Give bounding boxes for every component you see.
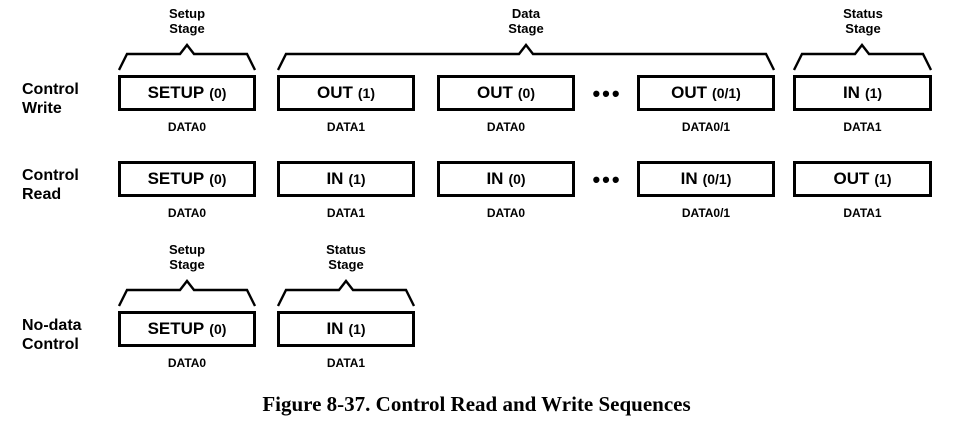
packet-toggle: (0/1) (702, 171, 732, 187)
packet-name: SETUP (147, 319, 205, 338)
packet-data-label: DATA1 (843, 120, 882, 134)
stage-title-status-row3: Status Stage (326, 242, 366, 272)
stage-bracket-setup-row3 (117, 279, 257, 307)
packet-data-label: DATA0 (486, 120, 526, 134)
packet-data-label: DATA0 (167, 206, 207, 220)
packet-toggle: (1) (348, 171, 366, 187)
packet-box[interactable]: IN (0/1) (637, 161, 775, 197)
packet-data-label: DATA1 (843, 206, 882, 220)
packet-ellipsis: ••• (592, 81, 622, 106)
packet-data-label: DATA0 (167, 356, 207, 370)
packet-box[interactable]: OUT (1) (277, 75, 415, 111)
packet-box[interactable]: OUT (1) (793, 161, 932, 197)
packet-toggle: (0) (508, 171, 526, 187)
packet-data-label: DATA0/1 (681, 120, 731, 134)
packet-name: SETUP (147, 83, 205, 102)
packet-name: OUT (316, 83, 353, 102)
packet-box[interactable]: SETUP (0) (118, 161, 256, 197)
stage-bracket-data-row1 (276, 43, 776, 71)
packet-box[interactable]: IN (1) (277, 161, 415, 197)
packet-box[interactable]: OUT (0/1) (637, 75, 775, 111)
row-label-control-read: Control Read (22, 167, 79, 203)
packet-toggle: (0/1) (712, 85, 741, 101)
packet-toggle: (0) (209, 321, 227, 337)
stage-title-data-row1: Data Stage (508, 6, 544, 36)
stage-bracket-setup-row1 (117, 43, 257, 71)
row-label-no-data-control: No-data Control (22, 317, 82, 353)
figure-caption: Figure 8-37. Control Read and Write Sequ… (262, 392, 691, 416)
stage-bracket-status-row1 (792, 43, 933, 71)
packet-toggle: (1) (864, 85, 883, 101)
packet-name: IN (842, 83, 860, 102)
packet-toggle: (1) (357, 85, 375, 101)
stage-title-setup-row3: Setup Stage (168, 242, 206, 272)
packet-box[interactable]: IN (1) (793, 75, 932, 111)
packet-toggle: (1) (874, 171, 892, 187)
packet-box[interactable]: IN (0) (437, 161, 575, 197)
packet-data-label: DATA0 (486, 206, 526, 220)
packet-toggle: (0) (209, 171, 227, 187)
packet-ellipsis: ••• (592, 167, 622, 192)
packet-toggle: (0) (517, 85, 535, 101)
packet-toggle: (1) (348, 321, 366, 337)
packet-name: IN (326, 169, 344, 188)
row-label-control-write: Control Write (22, 81, 79, 117)
packet-box[interactable]: SETUP (0) (118, 75, 256, 111)
packet-name: IN (326, 319, 344, 338)
packet-data-label: DATA1 (326, 120, 366, 134)
packet-data-label: DATA0/1 (681, 206, 731, 220)
packet-data-label: DATA1 (326, 356, 366, 370)
packet-toggle: (0) (209, 85, 227, 101)
packet-name: IN (486, 169, 504, 188)
packet-name: OUT (671, 83, 708, 102)
packet-data-label: DATA0 (167, 120, 207, 134)
stage-bracket-status-row3 (276, 279, 416, 307)
packet-name: SETUP (147, 169, 205, 188)
packet-data-label: DATA1 (326, 206, 366, 220)
stage-title-setup-row1: Setup Stage (168, 6, 206, 36)
packet-name: OUT (476, 83, 513, 102)
packet-box[interactable]: IN (1) (277, 311, 415, 347)
packet-name: OUT (833, 169, 870, 188)
packet-box[interactable]: SETUP (0) (118, 311, 256, 347)
packet-box[interactable]: OUT (0) (437, 75, 575, 111)
packet-name: IN (680, 169, 698, 188)
stage-title-status-row1: Status Stage (843, 6, 883, 36)
